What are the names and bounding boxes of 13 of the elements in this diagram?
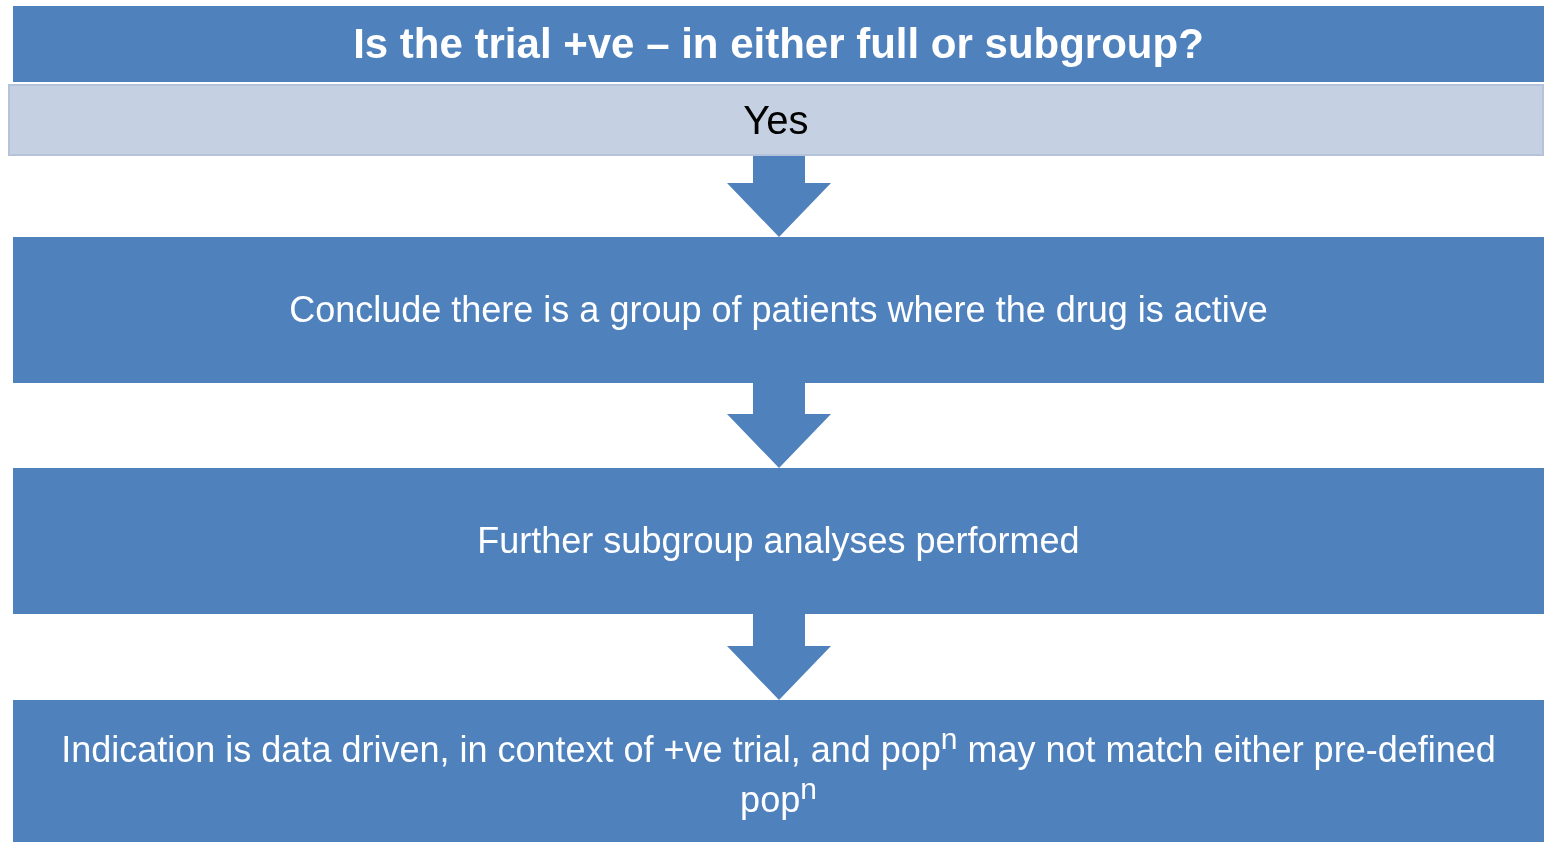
node-text: Yes — [742, 97, 810, 144]
block-arrow — [727, 383, 831, 468]
node-text: Conclude there is a group of patients where the drug is active — [288, 288, 1269, 332]
node-text: Is the trial +ve – in either full or subgroup? — [352, 18, 1205, 69]
block-arrow — [727, 614, 831, 700]
process-box — [13, 237, 1544, 383]
answer-band — [8, 84, 1544, 156]
question-banner — [13, 6, 1544, 82]
process-box — [13, 468, 1544, 614]
process-box — [13, 700, 1544, 842]
node-text: Indication is data driven, in context of +ve trial, and pop$^{n}$ may not match either pre-defined pop$^{n}$ — [60, 720, 1497, 822]
block-arrow — [727, 156, 831, 237]
node-text: Further subgroup analyses performed — [476, 519, 1081, 563]
